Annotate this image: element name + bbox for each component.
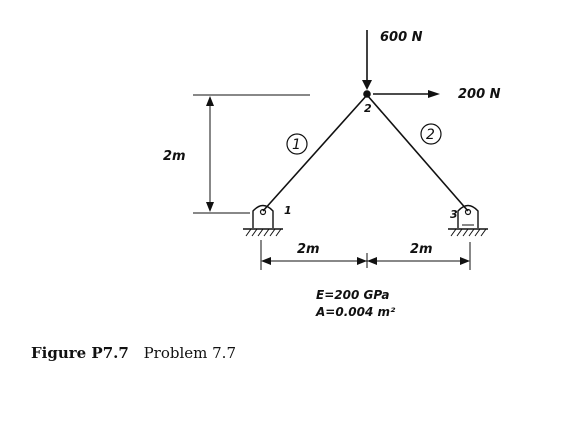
span-arrow-mid-right [367,257,377,265]
vertical-load-label: 600 N [380,30,423,45]
node-1-label: 1 [284,204,292,217]
right-span-label: 2m [410,242,433,257]
element-2-circle [420,123,442,145]
span-arrow-mid-left [357,257,367,265]
vertical-load-arrowhead [362,80,372,90]
left-pin-support [243,204,283,237]
element-2-label: 2 [426,127,435,143]
span-arrow-right [460,257,470,265]
left-span-label: 2m [297,242,320,257]
height-dimension-label: 2m [163,149,186,164]
element-1-circle [286,133,308,155]
area-label: A=0.004 m² [315,305,396,319]
member-1-line [262,94,368,212]
height-arrow-top [206,96,214,106]
horizontal-load-label: 200 N [458,87,501,102]
node-3-label: 3 [450,208,458,221]
modulus-label: E=200 GPa [316,288,389,302]
member-2-line [366,94,469,212]
node-2-joint [363,90,371,98]
right-pin-support [448,204,488,237]
height-arrow-bottom [206,202,214,212]
horizontal-load-arrowhead [428,90,440,98]
element-1-label: 1 [292,137,301,153]
figure-caption-problem: Problem 7.7 [144,344,236,362]
node-2-label: 2 [364,102,372,115]
figure-caption: Figure P7.7 Problem 7.7 [31,344,236,362]
figure-caption-number: Figure P7.7 [31,344,129,362]
span-arrow-left [261,257,271,265]
